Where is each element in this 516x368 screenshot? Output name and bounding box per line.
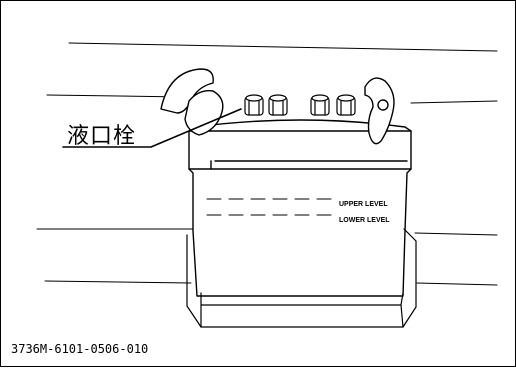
figure-code: 3736M-6101-0506-010 [11, 342, 149, 356]
battery-handles [160, 68, 395, 145]
vent-cap [268, 94, 288, 116]
vent-cap [244, 94, 264, 116]
battery-body [188, 119, 412, 297]
battery-tray [186, 228, 417, 328]
upper-level-label: UPPER LEVEL [339, 201, 388, 208]
vent-cap [336, 94, 356, 116]
background-lines [36, 42, 498, 286]
lower-level-label: LOWER LEVEL [339, 217, 390, 224]
level-marks [206, 198, 334, 216]
callout-leader [62, 108, 242, 148]
vent-cap-label: 液口栓 [67, 124, 137, 149]
vent-cap [310, 94, 330, 116]
vent-caps [244, 94, 356, 116]
